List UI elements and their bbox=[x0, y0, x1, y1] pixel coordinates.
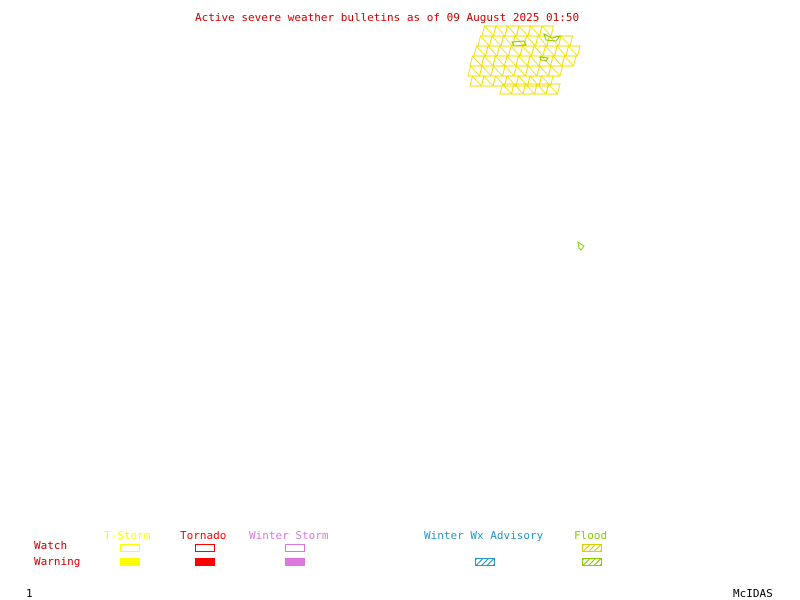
tstorm-warning-swatch bbox=[120, 558, 140, 566]
tornado-watch-swatch bbox=[195, 544, 215, 552]
legend-winter-storm-label: Winter Storm bbox=[249, 529, 329, 542]
watch-cell bbox=[547, 65, 564, 77]
flood-warning-swatch bbox=[582, 558, 602, 566]
flood-polygon bbox=[577, 240, 585, 251]
flood-polygon bbox=[511, 40, 527, 47]
watch-cell bbox=[538, 25, 555, 37]
flood-polygon bbox=[539, 56, 549, 62]
tstorm-watch-area bbox=[467, 25, 581, 95]
watch-cell bbox=[561, 55, 577, 67]
winter-wx-advisory-swatch bbox=[475, 558, 495, 566]
winter-storm-watch-swatch bbox=[285, 544, 305, 552]
frame-number: 1 bbox=[26, 587, 33, 600]
watch-cell bbox=[545, 83, 561, 95]
legend-warning-row-label: Warning bbox=[34, 555, 81, 568]
map-title: Active severe weather bulletins as of 09… bbox=[195, 11, 580, 24]
flood-warning-areas bbox=[511, 33, 585, 251]
legend-flood-label: Flood bbox=[574, 529, 608, 542]
flood-polygon bbox=[543, 33, 562, 42]
legend-tornado-label: Tornado bbox=[180, 529, 227, 542]
flood-watch-swatch bbox=[582, 544, 602, 552]
watch-cell bbox=[565, 45, 581, 57]
winter-storm-warning-swatch bbox=[285, 558, 305, 566]
legend-tstorm-label: T-Storm bbox=[104, 529, 151, 542]
tornado-warning-swatch bbox=[195, 558, 215, 566]
tstorm-watch-swatch bbox=[120, 544, 140, 552]
legend-watch-row-label: Watch bbox=[34, 539, 68, 552]
watch-cell bbox=[557, 35, 574, 47]
watch-cell bbox=[538, 75, 554, 87]
legend-winter-wx-advisory-label: Winter Wx Advisory bbox=[424, 529, 544, 542]
software-label: McIDAS bbox=[733, 587, 773, 600]
